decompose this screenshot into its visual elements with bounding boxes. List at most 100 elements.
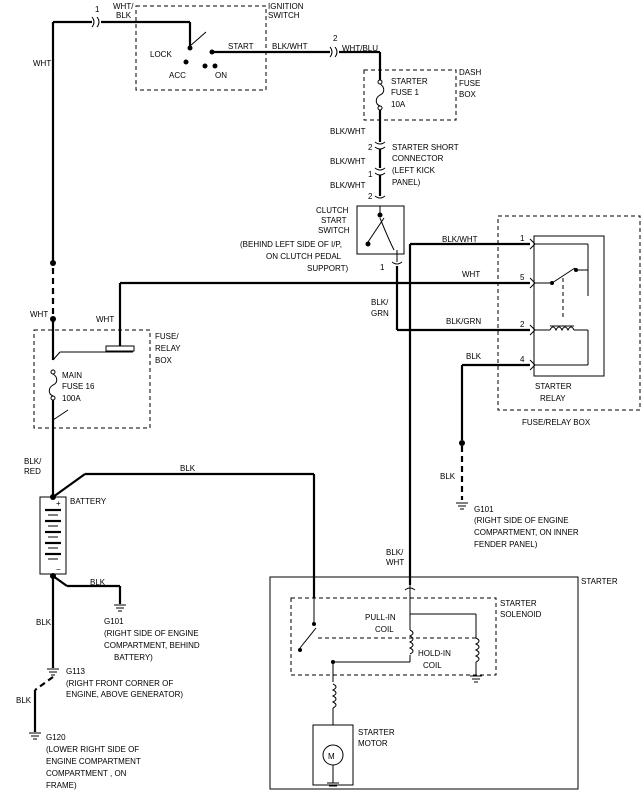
main-fuse-label-1: MAIN <box>62 371 82 380</box>
ignition-lock-label: LOCK <box>150 50 172 59</box>
clutch-switch-pin-1: 1 <box>380 263 385 272</box>
wht-blu-wire-label: WHT/BLU <box>342 44 378 53</box>
g101-right-desc-3: FENDER PANEL) <box>474 540 538 549</box>
blk-wht-start-wire-label: BLK/WHT <box>272 42 308 51</box>
blk-left-label: BLK <box>36 618 52 627</box>
dash-fuse-box-title-1: DASH <box>459 68 481 77</box>
dash-fuse-box <box>363 69 457 142</box>
g101-left-desc-2: COMPARTMENT, BEHIND <box>104 641 200 650</box>
starter-blk-wht-label-2: WHT <box>386 558 404 567</box>
g101-left-desc-1: (RIGHT SIDE OF ENGINE <box>104 629 199 638</box>
pull-in-coil-label-1: PULL-IN <box>365 613 396 622</box>
fuse-relay-box-left-title-1: FUSE/ <box>155 332 179 341</box>
relay-blk-wht-label: BLK/WHT <box>442 235 478 244</box>
pull-in-coil-label-2: COIL <box>375 625 394 634</box>
clutch-switch-pin-2: 2 <box>368 192 373 201</box>
g113-id: G113 <box>66 667 86 676</box>
g120-desc-4: FRAME) <box>46 781 77 790</box>
relay-ground-blk-label: BLK <box>440 472 456 481</box>
blk-wht-label-3: BLK/WHT <box>330 181 366 190</box>
starter-solenoid-label-1: STARTER <box>500 599 537 608</box>
starter-motor-label-2: MOTOR <box>358 739 388 748</box>
g101-right-desc-1: (RIGHT SIDE OF ENGINE <box>474 516 569 525</box>
start-circuit-wire <box>329 46 382 80</box>
fuse-relay-box-left-title-2: RELAY <box>155 344 181 353</box>
fuse-relay-box-right-title: FUSE/RELAY BOX <box>522 418 591 427</box>
ignition-start-label: START <box>228 42 254 51</box>
dash-fuse-box-title-3: BOX <box>459 90 477 99</box>
hold-in-coil-label-1: HOLD-IN <box>418 649 451 658</box>
clutch-switch-location-2: ON CLUTCH PEDAL <box>266 252 342 261</box>
ignition-switch-title-2: SWITCH <box>268 11 300 20</box>
ground-g101-left <box>114 604 126 612</box>
clutch-start-switch <box>356 205 530 585</box>
clutch-switch-location-1: (BEHIND LEFT SIDE OF I/P, <box>240 240 342 249</box>
relay-pin-2: 2 <box>520 320 525 329</box>
g113-desc-1: (RIGHT FRONT CORNER OF <box>66 679 173 688</box>
wht-blk-label-line2: BLK <box>116 11 132 20</box>
ignition-switch-title-1: IGNITION <box>268 2 304 11</box>
starter-solenoid-label-2: SOLENOID <box>500 610 542 619</box>
short-connector-pin-2a: 2 <box>368 143 373 152</box>
blk-wht-label-2: BLK/WHT <box>330 157 366 166</box>
ground-g120 <box>29 732 41 740</box>
blk-wht-label-1: BLK/WHT <box>330 127 366 136</box>
relay-pin-4: 4 <box>520 355 525 364</box>
blk-red-label-1: BLK/ <box>24 457 42 466</box>
g120-desc-1: (LOWER RIGHT SIDE OF <box>46 745 139 754</box>
fuse-relay-box-right <box>120 215 641 500</box>
wht-feed-wire <box>50 16 192 335</box>
connector-1-pin-label: 1 <box>95 5 100 14</box>
ignition-on-label: ON <box>215 71 227 80</box>
clutch-switch-title-3: SWITCH <box>318 226 350 235</box>
g101-left-id: G101 <box>104 617 124 626</box>
blk-red-label-2: RED <box>24 467 41 476</box>
wht-top-label: WHT <box>33 59 51 68</box>
main-fuse-label-2: FUSE 16 <box>62 382 95 391</box>
ground-g113 <box>33 668 59 732</box>
starter-short-connector <box>374 141 386 199</box>
ground-g101-right <box>456 502 468 510</box>
starter-title: STARTER <box>581 577 618 586</box>
fuse-relay-box-left <box>33 283 151 497</box>
motor-symbol: M <box>328 752 335 761</box>
starter-assembly <box>269 576 579 790</box>
clutch-switch-title-2: START <box>321 216 347 225</box>
ignition-switch <box>135 5 330 91</box>
battery-minus-label: − <box>56 565 61 574</box>
wht-relay-feed-label: WHT <box>96 315 114 324</box>
starter-fuse-label-1: STARTER <box>391 77 428 86</box>
starter-motor-label-1: STARTER <box>358 728 395 737</box>
g101-left-desc-3: BATTERY) <box>114 653 153 662</box>
g120-id: G120 <box>46 733 66 742</box>
short-connector-pin-1: 1 <box>368 170 373 179</box>
wht-blu-pin-label: 2 <box>333 34 338 43</box>
relay-blk-grn-label: BLK/GRN <box>446 317 481 326</box>
starter-blk-wht-label-1: BLK/ <box>386 548 404 557</box>
fuse-relay-box-left-title-3: BOX <box>155 356 173 365</box>
main-fuse-label-3: 100A <box>62 394 81 403</box>
blk-battery-ground-label: BLK <box>90 578 106 587</box>
short-connector-label-2: CONNECTOR <box>392 154 444 163</box>
starter-relay-label-1: STARTER <box>535 382 572 391</box>
blk-battery-starter-label: BLK <box>180 464 196 473</box>
relay-blk-label: BLK <box>466 352 482 361</box>
starter-relay-label-2: RELAY <box>540 394 566 403</box>
battery-plus-label: + <box>56 499 61 508</box>
g120-desc-2: ENGINE COMPARTMENT <box>46 757 141 766</box>
relay-pin-1: 1 <box>520 234 525 243</box>
g101-right-desc-2: COMPARTMENT, ON INNER <box>474 528 579 537</box>
wht-mid-label: WHT <box>30 310 48 319</box>
clutch-switch-title-1: CLUTCH <box>316 206 349 215</box>
clutch-switch-location-3: SUPPORT) <box>307 264 349 273</box>
blk-g120-label: BLK <box>16 696 32 705</box>
starter-fuse-label-3: 10A <box>391 100 406 109</box>
blk-grn-label-2: GRN <box>371 309 389 318</box>
short-connector-label-3: (LEFT KICK <box>392 166 436 175</box>
relay-pin-5: 5 <box>520 273 525 282</box>
dash-fuse-box-title-2: FUSE <box>459 79 480 88</box>
short-connector-label-4: PANEL) <box>392 178 421 187</box>
battery-label: BATTERY <box>70 497 107 506</box>
wht-blk-label-line1: WHT/ <box>113 2 134 11</box>
